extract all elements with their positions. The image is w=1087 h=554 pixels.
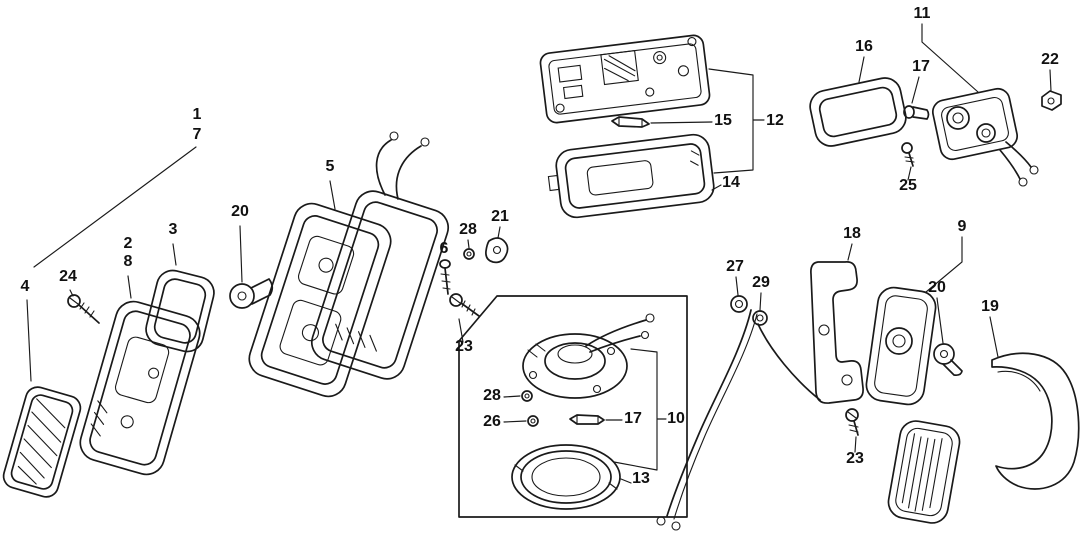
lamp-frame-rear-1-7	[310, 190, 450, 380]
callout-20-right: 20	[928, 279, 946, 296]
callout-19: 19	[981, 298, 999, 315]
callout-22: 22	[1041, 51, 1059, 68]
callout-6: 6	[440, 240, 449, 257]
grommet-27	[730, 295, 748, 313]
screw-23-right	[845, 408, 859, 436]
leader-28-inset	[503, 395, 521, 398]
lamp-wires	[375, 131, 430, 200]
callout-23-left: 23	[455, 338, 473, 355]
leader-9	[925, 236, 963, 293]
lens-cover-19	[991, 352, 1080, 490]
callout-29: 29	[752, 274, 770, 291]
callout-28-left: 28	[459, 221, 477, 238]
callout-3: 3	[169, 221, 178, 238]
leader-12-bracket	[708, 68, 765, 174]
leader-20-right	[936, 297, 944, 344]
callout-7: 7	[193, 126, 202, 143]
callout-8: 8	[124, 253, 133, 270]
leader-2-8	[127, 275, 132, 299]
callout-16: 16	[855, 38, 873, 55]
reflector-4	[2, 386, 82, 498]
callout-10: 10	[667, 410, 685, 427]
lamp-housing-11	[931, 87, 1039, 187]
screw-24	[67, 294, 100, 324]
callout-28-inset: 28	[483, 387, 501, 404]
leader-20-left	[239, 225, 243, 283]
lamp-housing-9	[865, 286, 937, 406]
screw-23-left	[449, 293, 480, 317]
callout-20-left: 20	[231, 203, 249, 220]
bulb-17-top	[903, 105, 930, 120]
callouts: 1 7 5 20 2 8 3 24 4 6 28 21 23 15 12 14 …	[21, 5, 1059, 487]
lens-frame-16	[809, 77, 907, 147]
dome-lamp-lens-14	[547, 133, 715, 219]
screw-6	[439, 259, 451, 295]
callout-15: 15	[714, 112, 732, 129]
bulb-17-inset	[569, 414, 605, 425]
dome-lamp-base-12	[539, 34, 711, 124]
nut-28-inset	[521, 390, 533, 402]
nut-26-inset	[527, 415, 539, 427]
leader-3	[172, 243, 177, 266]
leader-23-left	[458, 318, 464, 343]
callout-1: 1	[193, 106, 202, 123]
callout-12: 12	[766, 112, 784, 129]
bracket-18	[810, 261, 864, 404]
leader-10-bracket	[613, 348, 667, 471]
callout-24: 24	[59, 268, 77, 285]
bulb-20-right	[933, 343, 963, 377]
callout-4: 4	[21, 278, 30, 295]
leader-16	[858, 56, 865, 83]
callout-27: 27	[726, 258, 744, 275]
leader-17-top	[911, 76, 920, 104]
leader-1-7	[33, 146, 197, 268]
leader-5	[329, 180, 336, 210]
callout-18: 18	[843, 225, 861, 242]
callout-23-right: 23	[846, 450, 864, 467]
lens-ring-13	[511, 444, 621, 510]
grommet-29	[752, 310, 768, 326]
callout-21: 21	[491, 208, 509, 225]
leader-4	[26, 299, 32, 382]
leader-15	[650, 121, 713, 124]
callout-13: 13	[632, 470, 650, 487]
callout-2: 2	[124, 235, 133, 252]
leader-23-right	[854, 436, 857, 453]
leader-13	[620, 478, 632, 484]
screw-25	[901, 142, 915, 167]
gasket-3	[145, 269, 215, 353]
leader-25	[907, 166, 912, 181]
callout-17-top: 17	[912, 58, 930, 75]
leader-19	[989, 316, 999, 358]
leader-29	[759, 292, 762, 311]
leader-lines	[26, 23, 1052, 484]
leader-22	[1049, 69, 1052, 92]
bulb-20-left	[229, 278, 274, 309]
lamp-lens-front-5	[248, 202, 392, 398]
callout-14: 14	[722, 174, 740, 191]
callout-26: 26	[483, 413, 501, 430]
callout-9: 9	[958, 218, 967, 235]
lamp-base-10	[522, 313, 655, 399]
inset-box	[458, 295, 688, 518]
housing-2-8	[79, 300, 201, 476]
leader-28-left	[467, 239, 470, 249]
nut-28-left	[463, 248, 475, 260]
callout-11: 11	[914, 5, 931, 22]
dome-lamp-bulb-15	[611, 116, 650, 128]
leader-27	[735, 276, 739, 296]
leader-14	[711, 184, 722, 191]
leader-24	[69, 289, 74, 297]
callout-5: 5	[326, 158, 335, 175]
leader-26-inset	[503, 420, 527, 423]
fastener-22	[1041, 90, 1062, 111]
leader-21	[497, 226, 501, 239]
callout-25: 25	[899, 177, 917, 194]
leader-18	[847, 243, 853, 261]
leader-11	[921, 23, 979, 93]
callout-17-inset: 17	[624, 410, 642, 427]
lens-19-hatched	[887, 420, 961, 524]
clip-21	[485, 237, 509, 264]
